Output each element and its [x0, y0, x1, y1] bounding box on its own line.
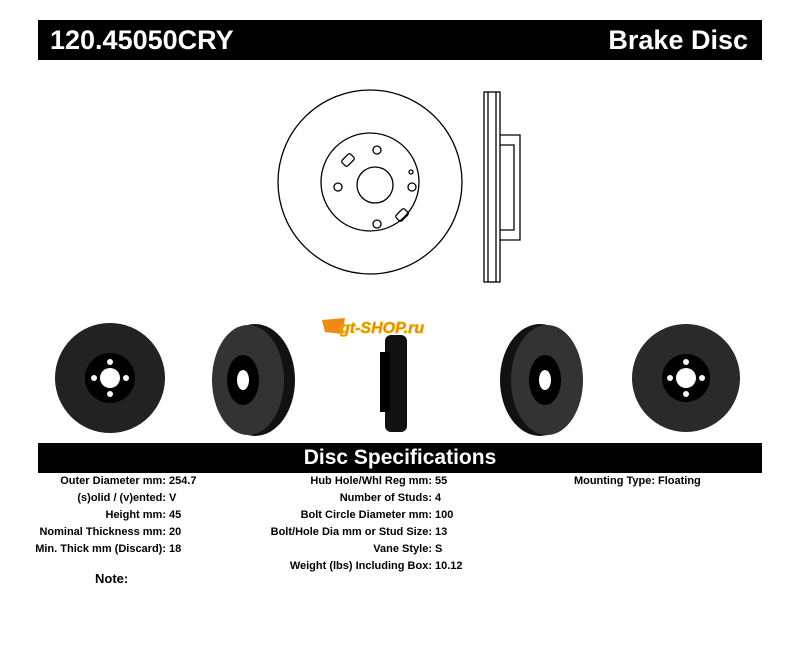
disc-photo-front-right	[632, 324, 740, 432]
spec-value: 18	[169, 543, 182, 555]
spec-value: V	[169, 492, 177, 504]
spec-row: Number of Studs:4	[0, 490, 800, 507]
spec-label: Number of Studs:	[339, 492, 432, 504]
specs-title: Disc Specifications	[38, 443, 762, 473]
spec-label: Bolt/Hole Dia mm or Stud Size:	[270, 526, 432, 538]
spec-value: 45	[169, 509, 182, 521]
disc-photo-front	[55, 323, 165, 433]
technical-drawing: gt-SHOP.ru	[55, 89, 740, 436]
svg-text:gt-SHOP.ru: gt-SHOP.ru	[339, 320, 424, 337]
spec-row: Vane Style:S	[0, 541, 800, 558]
spec-value: 55	[435, 475, 448, 487]
spec-value: 10.12	[435, 560, 463, 572]
spec-row: Weight (lbs) Including Box:10.12	[0, 558, 800, 575]
spec-label: Outer Diameter mm:	[60, 475, 166, 487]
page-title: Brake Disc	[608, 25, 748, 55]
spec-value: 13	[435, 526, 448, 538]
disc-photo-angled-left	[212, 324, 295, 436]
spec-row: Nominal Thickness mm:20	[0, 524, 800, 541]
spec-label: Nominal Thickness mm:	[39, 526, 166, 538]
disc-photo-edge	[380, 335, 407, 432]
spec-value: Floating	[658, 475, 701, 487]
spec-label: Min. Thick mm (Discard):	[35, 543, 166, 555]
spec-value: 254.7	[169, 475, 197, 487]
spec-value: 100	[435, 509, 454, 521]
spec-value: S	[435, 543, 443, 555]
spec-row: Mounting Type:Floating	[0, 473, 800, 490]
spec-label: Mounting Type:	[573, 475, 655, 487]
spec-value: 4	[435, 492, 442, 504]
front-view-drawing	[277, 89, 463, 275]
spec-label: Bolt Circle Diameter mm:	[300, 509, 432, 521]
note-label: Note:	[95, 571, 129, 586]
spec-label: (s)olid / (v)ented:	[77, 492, 166, 504]
header-bar: 120.45050CRY Brake Disc	[38, 20, 762, 60]
side-view-drawing	[483, 91, 521, 283]
spec-label: Weight (lbs) Including Box:	[289, 560, 432, 572]
disc-photo-angled-right	[500, 324, 583, 436]
disc-photos	[55, 323, 740, 436]
spec-label: Height mm:	[105, 509, 167, 521]
spec-value: 20	[169, 526, 182, 538]
spec-row: Bolt/Hole Dia mm or Stud Size:13	[0, 524, 800, 541]
spec-label: Hub Hole/Whl Reg mm:	[310, 475, 432, 487]
spec-row: Min. Thick mm (Discard):18	[0, 541, 800, 558]
spec-label: Vane Style:	[373, 543, 432, 555]
part-number: 120.45050CRY	[50, 25, 234, 55]
logo: gt-SHOP.ru	[322, 318, 425, 337]
spec-row: (s)olid / (v)ented:V	[0, 490, 800, 507]
spec-row: Outer Diameter mm:254.7	[0, 473, 800, 490]
spec-row: Height mm:45	[0, 507, 800, 524]
spec-row: Bolt Circle Diameter mm:100	[0, 507, 800, 524]
spec-row: Hub Hole/Whl Reg mm:55	[0, 473, 800, 490]
